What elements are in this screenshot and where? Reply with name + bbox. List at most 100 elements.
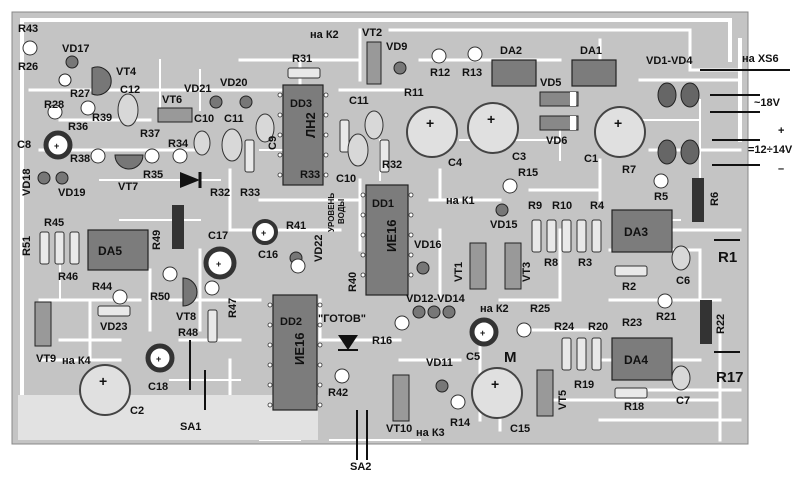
- label-vd5: VD5: [540, 77, 561, 89]
- label-r40: R40: [347, 272, 359, 292]
- label-vd23: VD23: [100, 321, 128, 333]
- label-r27: R27: [70, 88, 90, 100]
- capacitor-c15: +: [471, 367, 523, 419]
- label-r16: R16: [372, 335, 392, 347]
- bottom-ground-area: [18, 395, 318, 440]
- label-r33b: R33: [300, 169, 320, 181]
- label-r43: R43: [18, 23, 38, 35]
- transistor-vt3: [504, 242, 522, 290]
- capacitor-c5: +: [469, 317, 499, 347]
- chip-da5-label: DA5: [98, 244, 122, 258]
- label-12-14v: =12÷14V: [748, 144, 793, 156]
- label-r2: R2: [622, 281, 636, 293]
- chip-da3-label: DA3: [624, 225, 648, 239]
- transistor-vt5: [536, 369, 554, 417]
- chip-da1: DA1: [571, 45, 617, 87]
- chip-dd1: DD1 ИЕ16: [365, 184, 409, 296]
- label-r49: R49: [151, 230, 163, 250]
- label-c11a: C11: [224, 113, 244, 125]
- label-r31: R31: [292, 53, 312, 65]
- label-r24: R24: [554, 321, 575, 333]
- svg-text:+: +: [491, 376, 499, 392]
- label-r48: R48: [178, 327, 198, 339]
- label-r45: R45: [44, 217, 64, 229]
- label-r32b: R32: [382, 159, 402, 171]
- chip-dd1-part: ИЕ16: [384, 220, 399, 252]
- label-r46: R46: [58, 271, 78, 283]
- capacitor-c4: +: [406, 106, 458, 158]
- diode-bridge-vd1-vd4: [657, 82, 700, 165]
- label-to-xs6: на XS6: [742, 53, 779, 65]
- svg-text:+: +: [487, 111, 495, 127]
- label-r23: R23: [622, 317, 642, 329]
- label-r28: R28: [44, 99, 64, 111]
- label-r20: R20: [588, 321, 608, 333]
- label-vd12-vd14: VD12-VD14: [406, 293, 466, 305]
- label-c18: C18: [148, 381, 168, 393]
- led-gotov-symbol: [338, 335, 358, 351]
- transistor-vt8: [182, 277, 198, 307]
- label-r5: R5: [654, 191, 668, 203]
- label-to-k2: на К2: [310, 29, 339, 41]
- label-vt10: VT10: [386, 423, 412, 435]
- capacitor-c8: +: [43, 130, 73, 160]
- trimmer-r49: [172, 205, 184, 249]
- label-vd15: VD15: [490, 219, 518, 231]
- label-r15: R15: [518, 167, 538, 179]
- chip-dd1-ref: DD1: [372, 198, 394, 210]
- label-r47: R47: [227, 298, 239, 318]
- label-vd1-vd4: VD1-VD4: [646, 55, 693, 67]
- chip-da5: DA5: [87, 229, 149, 271]
- label-r18: R18: [624, 401, 644, 413]
- transistor-vt1: [469, 242, 487, 290]
- label-c4: C4: [448, 157, 463, 169]
- label-vt9: VT9: [36, 353, 56, 365]
- chip-dd3-ref: DD3: [290, 98, 312, 110]
- label-c17: C17: [208, 230, 228, 242]
- label-plus: +: [778, 125, 784, 137]
- label-c1: C1: [584, 153, 598, 165]
- label-to-k2b: на К2: [480, 303, 509, 315]
- chip-pins: [267, 92, 414, 408]
- capacitor-c2: +: [79, 364, 131, 416]
- label-c6: C6: [676, 275, 690, 287]
- copper-traces: [20, 18, 742, 442]
- label-vd20: VD20: [220, 77, 248, 89]
- text-labels: R43 VD17 R26 R27 VT4 C12 R28 R39 VT6 R36…: [17, 23, 793, 473]
- label-r9: R9: [528, 200, 542, 212]
- label-r35: R35: [143, 169, 163, 181]
- label-c7: C7: [676, 395, 690, 407]
- label-to-k3: на К3: [416, 427, 445, 439]
- transistor-vt6: [157, 107, 193, 123]
- label-r19: R19: [574, 379, 594, 391]
- diode-vd6: [539, 115, 579, 131]
- label-vt6: VT6: [162, 94, 182, 106]
- label-r37: R37: [140, 128, 160, 140]
- chip-da1-label: DA1: [580, 45, 602, 57]
- svg-text:+: +: [54, 141, 59, 151]
- label-r22: R22: [715, 314, 727, 334]
- label-vd18: VD18: [21, 168, 33, 196]
- label-c10b: C10: [336, 173, 356, 185]
- chip-da3: DA3: [611, 209, 673, 253]
- label-vt3: VT3: [521, 262, 533, 282]
- label-vd9: VD9: [386, 41, 407, 53]
- label-r51: R51: [21, 236, 33, 256]
- label-c16: C16: [258, 249, 278, 261]
- label-vt7: VT7: [118, 181, 138, 193]
- label-sa2: SA2: [350, 461, 371, 473]
- chip-dd3-part: ЛН2: [303, 112, 318, 138]
- film-capacitors: [117, 93, 691, 391]
- chip-da2: DA2: [491, 45, 537, 87]
- label-vt1: VT1: [453, 262, 465, 282]
- label-r1: R1: [718, 249, 737, 266]
- label-r6: R6: [709, 192, 721, 206]
- label-r10: R10: [552, 200, 572, 212]
- svg-text:+: +: [480, 328, 485, 338]
- capacitor-c16: +: [252, 219, 278, 245]
- diode-vd5: [539, 91, 579, 107]
- label-r36: R36: [68, 121, 88, 133]
- label-r12: R12: [430, 67, 450, 79]
- label-r8: R8: [544, 257, 558, 269]
